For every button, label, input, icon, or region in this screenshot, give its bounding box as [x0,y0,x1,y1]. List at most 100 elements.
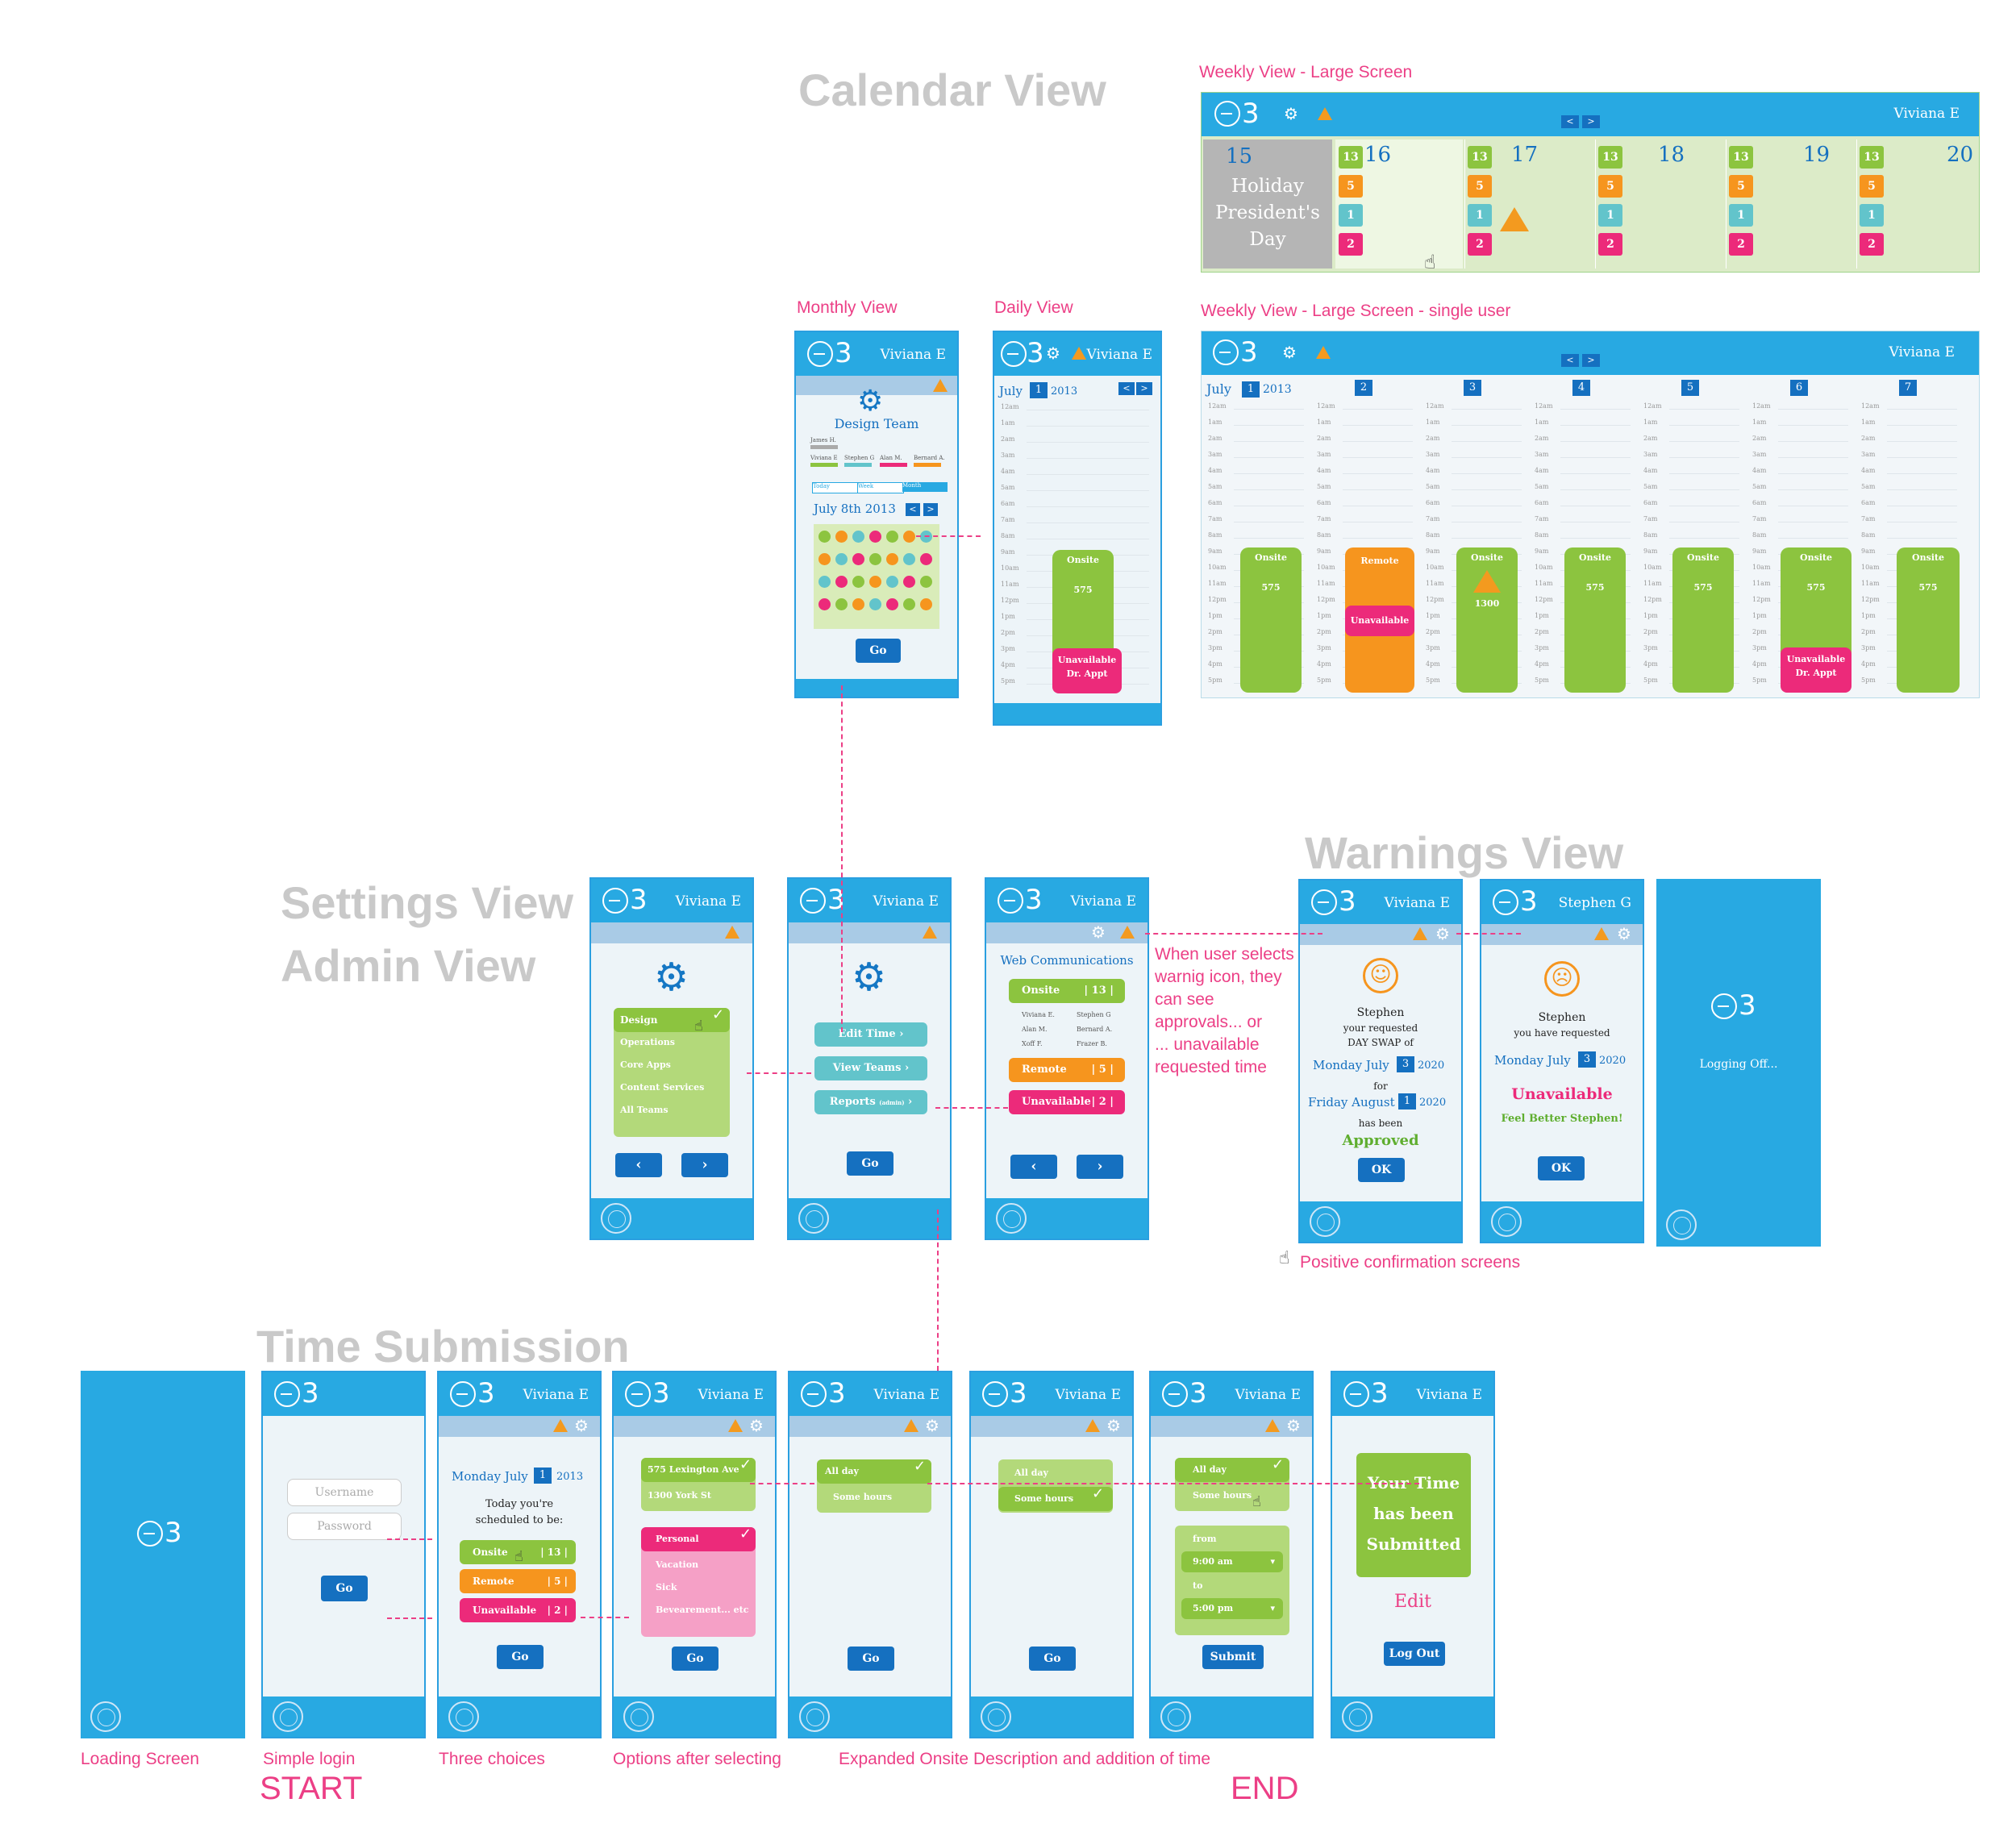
go-button[interactable]: Go [497,1645,544,1669]
go-button[interactable]: Go [321,1576,368,1601]
gear-icon[interactable]: ⚙ [654,955,689,1000]
all-day-option[interactable]: All day [1175,1458,1289,1482]
reason-option[interactable]: Vacation [656,1559,699,1570]
unavailable-block[interactable]: Unavailable [1345,606,1414,636]
month-day-cell[interactable] [886,553,898,565]
unavailable-pill[interactable]: Unavailable| 2 | [1009,1090,1125,1114]
warning-icon[interactable] [1318,107,1332,120]
next-month-button[interactable]: > [923,503,938,516]
password-field[interactable]: Password [287,1513,402,1540]
warning-icon[interactable] [1316,346,1331,359]
address-option[interactable]: 575 Lexington Ave [641,1458,756,1482]
month-day-cell[interactable] [869,576,881,588]
month-day-cell[interactable] [835,576,848,588]
team-all[interactable]: All Teams [620,1105,669,1115]
month-day-cell[interactable] [835,598,848,610]
team-content-services[interactable]: Content Services [620,1082,705,1093]
month-day-cell[interactable] [818,553,831,565]
gear-icon[interactable]: ⚙ [1435,924,1450,943]
all-day-option[interactable]: All day [817,1459,931,1484]
next-week-button[interactable]: > [1582,354,1600,367]
month-day-cell[interactable] [903,531,915,543]
gear-icon[interactable]: ⚙ [1106,1416,1121,1435]
month-day-cell[interactable] [869,598,881,610]
reports-button[interactable]: Reports (admin) › [814,1090,927,1114]
month-day-cell[interactable] [818,576,831,588]
warning-icon[interactable] [933,379,948,392]
from-time-select[interactable]: 9:00 am▾ [1181,1551,1283,1572]
remote-choice[interactable]: Remote| 5 | [460,1569,576,1593]
onsite-pill[interactable]: Onsite| 13 | [1009,979,1125,1003]
month-day-cell[interactable] [869,531,881,543]
warning-icon[interactable] [1120,926,1135,939]
some-hours-option[interactable]: Some hours [833,1492,893,1502]
edit-time-button[interactable]: Edit Time › [814,1022,927,1047]
gear-icon[interactable]: ⚙ [925,1416,939,1435]
some-hours-option[interactable]: Some hours [1193,1490,1252,1501]
month-day-cell[interactable] [852,576,864,588]
warning-icon[interactable] [1265,1419,1280,1432]
gear-icon[interactable]: ⚙ [1284,104,1298,123]
month-day-cell[interactable] [835,531,848,543]
month-day-cell[interactable] [835,553,848,565]
warning-icon[interactable] [725,926,739,939]
warning-icon[interactable] [1085,1419,1100,1432]
reason-option[interactable]: Bevearement... etc [656,1605,749,1615]
month-day-cell[interactable] [886,531,898,543]
go-button[interactable]: Go [848,1647,894,1671]
month-day-cell[interactable] [903,598,915,610]
warning-icon[interactable] [1473,570,1501,593]
gear-icon[interactable]: ⚙ [852,955,887,1000]
go-button[interactable]: Go [672,1647,719,1671]
month-day-cell[interactable] [886,576,898,588]
go-button[interactable]: Go [847,1151,893,1176]
team-operations[interactable]: Operations [620,1037,675,1047]
warning-icon[interactable] [553,1419,568,1432]
all-day-option[interactable]: All day [1014,1468,1048,1478]
gear-icon[interactable]: ⚙ [1617,924,1631,943]
warning-icon[interactable] [1594,927,1609,940]
submit-button[interactable]: Submit [1202,1645,1264,1669]
edit-link[interactable]: Edit [1393,1592,1432,1612]
next-button[interactable]: › [681,1153,728,1177]
month-day-cell[interactable] [886,598,898,610]
remote-pill[interactable]: Remote| 5 | [1009,1058,1125,1082]
month-day-cell[interactable] [852,531,864,543]
to-time-select[interactable]: 5:00 pm▾ [1181,1598,1283,1619]
prev-week-button[interactable]: < [1561,354,1579,367]
next-week-button[interactable]: > [1582,115,1600,128]
warning-icon[interactable] [904,1419,918,1432]
gear-icon[interactable]: ⚙ [1046,343,1060,363]
month-day-cell[interactable] [869,553,881,565]
warning-icon[interactable] [1500,207,1529,231]
tab-week[interactable]: Week [857,482,904,493]
onsite-choice[interactable]: Onsite| 13 | [460,1540,576,1564]
next-button[interactable]: › [1077,1155,1123,1179]
warning-icon[interactable] [923,926,937,939]
month-day-cell[interactable] [920,553,932,565]
gear-icon[interactable]: ⚙ [1282,343,1297,362]
tab-today[interactable]: Today [812,482,859,493]
prev-day-button[interactable]: < [1118,382,1135,395]
month-day-cell[interactable] [903,576,915,588]
go-button[interactable]: Go [856,639,901,663]
prev-button[interactable]: ‹ [1010,1155,1057,1179]
warning-icon[interactable] [1413,927,1427,940]
gear-icon[interactable]: ⚙ [1286,1416,1301,1435]
view-teams-button[interactable]: View Teams › [814,1056,927,1080]
gear-icon[interactable]: ⚙ [1091,922,1106,942]
username-field[interactable]: Username [287,1479,402,1506]
month-day-cell[interactable] [852,553,864,565]
reason-option[interactable]: Personal [641,1527,756,1551]
month-day-cell[interactable] [920,598,932,610]
gear-icon[interactable]: ⚙ [574,1416,589,1435]
gear-icon[interactable]: ⚙ [749,1416,764,1435]
month-day-cell[interactable] [818,598,831,610]
next-day-button[interactable]: > [1136,382,1152,395]
